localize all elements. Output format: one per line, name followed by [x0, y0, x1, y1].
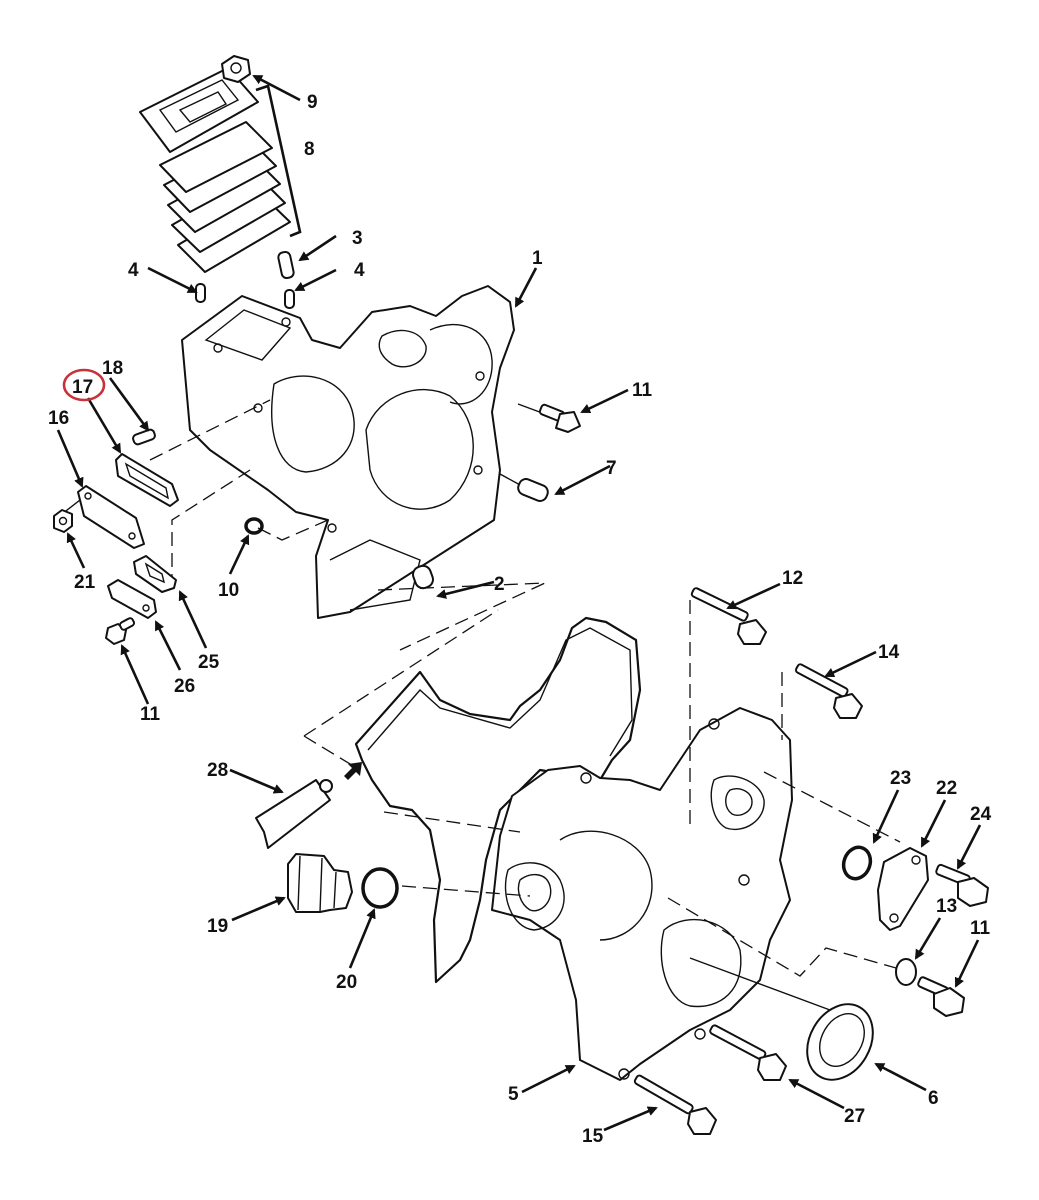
- bolt-part-11-upper: [538, 403, 581, 433]
- projection-line: [689, 957, 831, 1011]
- cap-part-19: [287, 853, 353, 913]
- washer-part-13: [895, 958, 917, 986]
- bolt-part-11-lower: [917, 976, 965, 1017]
- callout-6: 6: [928, 1088, 939, 1109]
- bolt-part-14: [794, 663, 863, 719]
- callout-4-left: 4: [128, 260, 139, 281]
- callout-23: 23: [890, 768, 911, 789]
- bolt-part-11-left: [105, 617, 136, 645]
- bolt-part-27: [709, 1024, 787, 1081]
- callout-3: 3: [352, 228, 363, 249]
- callout-24: 24: [970, 804, 992, 825]
- o-ring-part-10: [244, 517, 264, 535]
- callout-5: 5: [508, 1084, 519, 1105]
- stud-part-18: [132, 428, 156, 446]
- callout-8: 8: [304, 139, 315, 160]
- o-ring-part-23: [841, 845, 873, 881]
- cover-plate-part-26: [107, 579, 157, 619]
- projection-line: [149, 399, 271, 461]
- callout-25: 25: [198, 652, 220, 673]
- o-ring-part-20: [361, 867, 399, 909]
- dowel-pin-4-right: [284, 289, 295, 309]
- bolt-part-12: [690, 587, 767, 645]
- gasket-stack: [139, 67, 291, 273]
- sealant-tube-part-28: [255, 779, 333, 849]
- dowel-pin-4-left: [195, 283, 206, 303]
- projection-line: [257, 519, 329, 541]
- bolt-part-15: [633, 1074, 717, 1135]
- projection-line: [377, 582, 546, 651]
- callout-17-highlight-circle: [62, 368, 106, 402]
- callout-21: 21: [74, 572, 96, 593]
- callout-14: 14: [878, 642, 900, 663]
- callout-4-right: 4: [354, 260, 365, 281]
- nut-part-9: [221, 55, 251, 83]
- callout-17: 17: [72, 377, 93, 398]
- callout-11-lower: 11: [970, 918, 991, 939]
- callout-7: 7: [606, 458, 617, 479]
- callout-27: 27: [844, 1106, 865, 1127]
- stud-part-3: [277, 250, 295, 280]
- callout-18: 18: [102, 358, 123, 379]
- projection-line: [667, 897, 897, 977]
- callout-22: 22: [936, 778, 957, 799]
- projection-line: [171, 469, 251, 588]
- projection-line: [763, 771, 901, 843]
- gasket-part-25: [133, 555, 177, 593]
- bracket-8: [255, 84, 302, 238]
- bolt-part-24: [935, 863, 989, 907]
- projection-line: [383, 811, 521, 833]
- callout-13: 13: [936, 896, 957, 917]
- callout-16: 16: [48, 408, 69, 429]
- gasket-part-17: [115, 453, 179, 507]
- callout-26: 26: [174, 676, 195, 697]
- callout-19: 19: [207, 916, 228, 937]
- callout-9: 9: [307, 92, 318, 113]
- arrow-indicator-icon: [344, 762, 362, 780]
- callout-11-upper: 11: [632, 380, 653, 401]
- callout-12: 12: [782, 568, 803, 589]
- pin-part-2: [412, 564, 434, 590]
- callout-10: 10: [218, 580, 239, 601]
- callout-15: 15: [582, 1126, 604, 1147]
- callout-20: 20: [336, 972, 357, 993]
- leader-arrows: [56, 74, 982, 1132]
- projection-line: [401, 885, 531, 897]
- callout-11-left: 11: [140, 704, 161, 725]
- callout-28: 28: [207, 760, 228, 781]
- nut-part-21: [53, 509, 73, 533]
- projection-line: [303, 609, 499, 737]
- gear-housing-part-1: [181, 285, 515, 619]
- callout-2: 2: [494, 574, 505, 595]
- sleeve-part-7: [517, 478, 549, 502]
- cover-plate-part-16: [77, 485, 145, 549]
- oil-seal-part-6: [806, 1003, 874, 1081]
- cover-plate-part-22: [877, 847, 929, 931]
- callout-1: 1: [532, 248, 543, 269]
